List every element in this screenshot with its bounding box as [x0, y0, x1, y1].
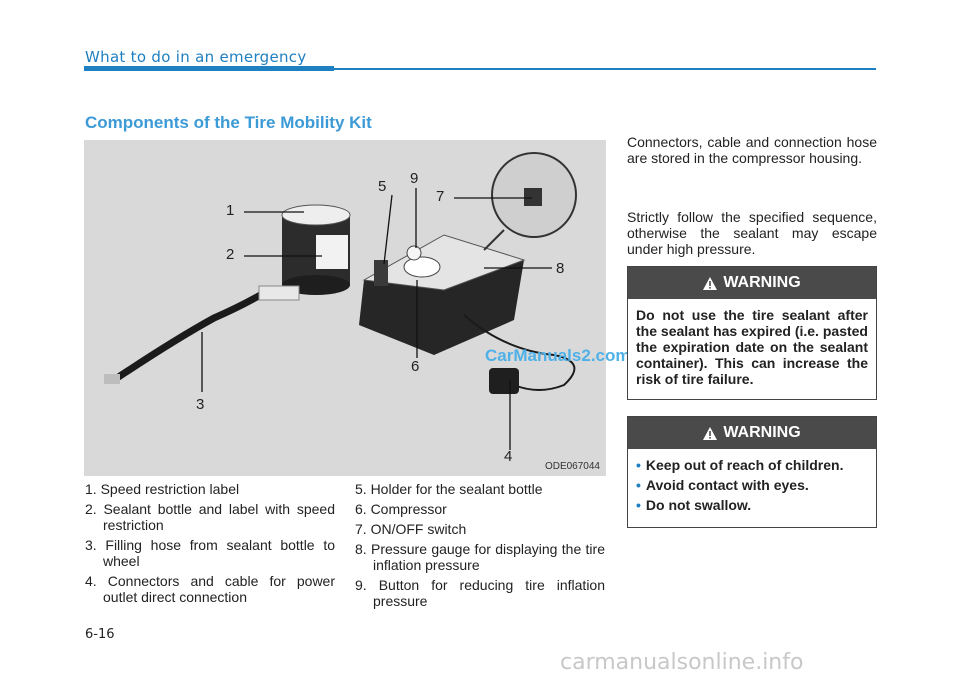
warning-triangle-icon — [703, 276, 718, 290]
on-off-switch — [524, 188, 542, 206]
list-item: 1. Speed restriction label — [85, 481, 240, 497]
page-number: 6-16 — [85, 627, 115, 642]
callout-8: 8 — [556, 260, 565, 277]
list-item: •Do not swallow. — [636, 497, 752, 513]
warning-triangle-icon — [703, 426, 718, 440]
warning-header: WARNING — [628, 267, 876, 299]
list-item: •Keep out of reach of children. — [636, 457, 844, 473]
bottle-holder — [374, 260, 388, 286]
list-item: 3. Filling hose from sealant bottle to w… — [85, 537, 335, 569]
list-item: 2. Sealant bottle and label with speed r… — [85, 501, 335, 533]
warning-list: •Keep out of reach of children. •Avoid c… — [628, 449, 876, 521]
filling-hose — [112, 286, 271, 383]
list-item: 9. Button for reducing tire inflation pr… — [355, 577, 605, 609]
release-button — [406, 245, 422, 261]
kit-illustration — [104, 152, 577, 450]
warning-title: WARNING — [723, 424, 801, 441]
warning-text: Do not use the tire sealant after the se… — [636, 307, 868, 387]
bullet-icon: • — [636, 497, 641, 513]
bullet-icon: • — [636, 477, 641, 493]
power-plug — [489, 368, 519, 394]
watermark-carmanuals: CarManuals2.com — [485, 346, 631, 365]
sealant-bottle — [281, 204, 351, 295]
list-item: 6. Compressor — [355, 501, 447, 517]
watermark-site: carmanualsonline.info — [560, 650, 804, 675]
callout-5: 5 — [378, 178, 387, 195]
bullet-icon: • — [636, 457, 641, 473]
list-item: •Avoid contact with eyes. — [636, 477, 809, 493]
compressor — [359, 234, 526, 355]
callout-3: 3 — [196, 396, 205, 413]
list-item: 7. ON/OFF switch — [355, 521, 467, 537]
callout-4: 4 — [504, 448, 513, 465]
page-heading: Components of the Tire Mobility Kit — [85, 113, 372, 132]
warning-box-safety: WARNING •Keep out of reach of children. … — [627, 416, 877, 528]
warning-title: WARNING — [723, 274, 801, 291]
pressure-gauge — [403, 256, 441, 278]
callout-9: 9 — [410, 170, 419, 187]
callout-7: 7 — [436, 188, 445, 205]
kit-figure: 1 2 3 4 5 6 7 8 9 ODE067044 — [84, 140, 606, 476]
callout-2: 2 — [226, 246, 235, 263]
header-rule-thick — [84, 66, 334, 71]
paragraph-storage: Connectors, cable and connection hose ar… — [627, 134, 877, 166]
hose-connector — [258, 285, 300, 301]
warning-box-expiration: WARNING Do not use the tire sealant afte… — [627, 266, 877, 400]
paragraph-sequence: Strictly follow the specified sequence, … — [627, 209, 877, 257]
figure-code: ODE067044 — [544, 461, 600, 472]
components-list-left: 1. Speed restriction label 2. Sealant bo… — [85, 481, 335, 609]
list-item: 8. Pressure gauge for displaying the tir… — [355, 541, 605, 573]
components-list-right: 5. Holder for the sealant bottle 6. Comp… — [355, 481, 605, 613]
warning-header: WARNING — [628, 417, 876, 449]
hose-valve — [104, 374, 120, 384]
list-item: 4. Connectors and cable for power outlet… — [85, 573, 335, 605]
section-title: What to do in an emergency — [85, 48, 307, 66]
callout-6: 6 — [411, 358, 420, 375]
power-cable — [463, 314, 576, 391]
header-rule-thin — [334, 68, 876, 70]
callout-1: 1 — [226, 202, 235, 219]
list-item: 5. Holder for the sealant bottle — [355, 481, 543, 497]
leader-lines — [201, 188, 552, 450]
